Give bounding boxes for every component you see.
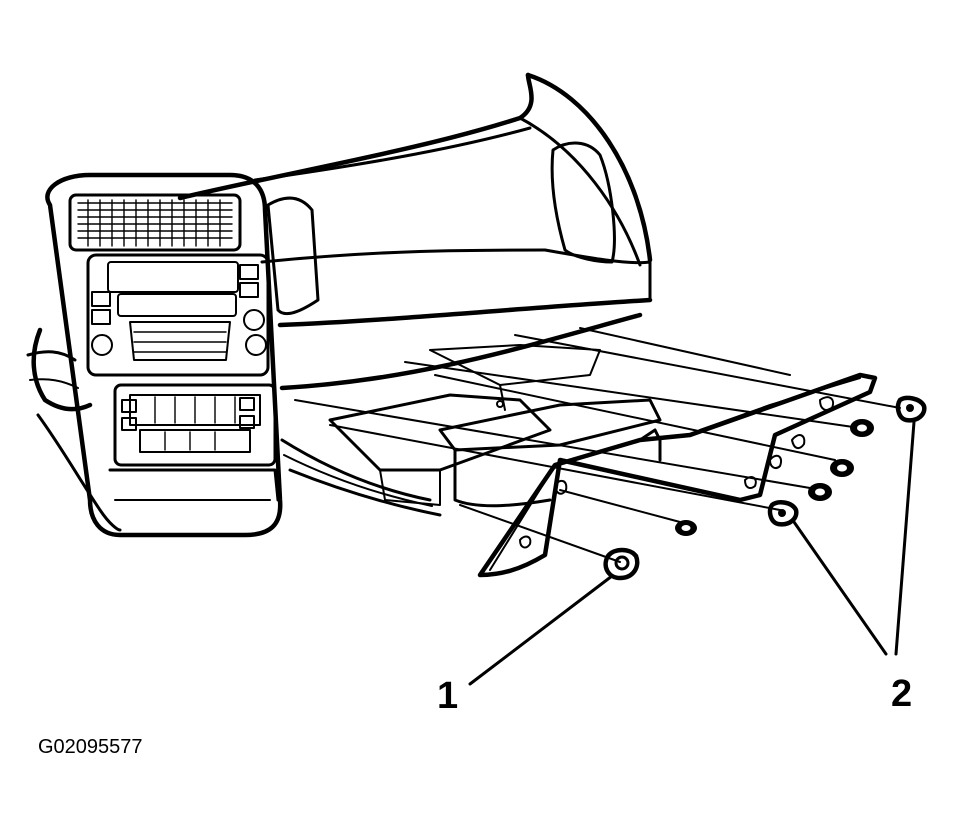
bolt: [675, 520, 697, 536]
nut: [603, 547, 640, 581]
carrier-bracket: [477, 372, 878, 578]
bolt: [830, 459, 854, 477]
fasteners: [603, 395, 927, 581]
leader-lines: [468, 420, 916, 686]
bolt: [850, 419, 874, 437]
retainer-clip: [767, 500, 799, 527]
callout-1: 1: [437, 675, 458, 717]
center-stack: [45, 172, 283, 538]
figure-id: G02095577: [38, 736, 143, 758]
under-dash-module: [328, 344, 662, 508]
instrument-panel: [26, 72, 653, 532]
retainer-clip: [895, 395, 927, 423]
callout-2: 2: [891, 673, 912, 715]
bolt: [808, 483, 832, 501]
alignment-lines: [294, 327, 901, 563]
